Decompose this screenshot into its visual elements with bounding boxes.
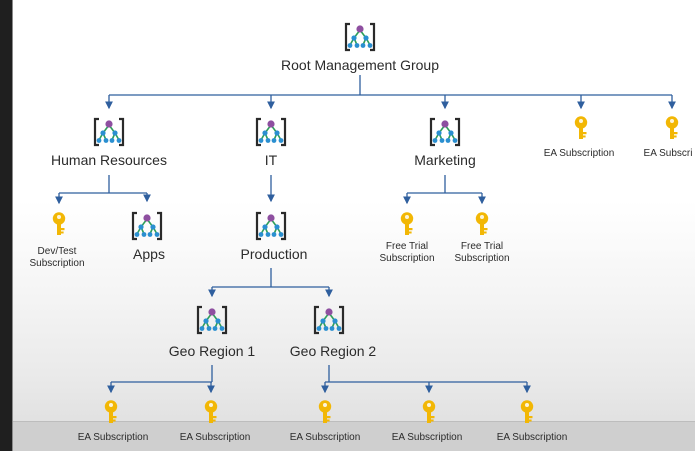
node-label-geo-region-1: Geo Region 1 [168,343,256,359]
node-label-free-trial-subscription: Free Trial Subscription [454,241,510,264]
subscription-key-icon [201,399,221,430]
subscription-key-icon [315,399,335,430]
node-label-human-resources: Human Resources [51,152,167,168]
subscription-key-icon [101,399,121,430]
subscription-key-icon [397,211,417,242]
node-label-ea-subscription: EA Subscription [543,148,615,159]
subscription-key-icon [472,211,492,242]
diagram-canvas: Root Management Group Human Resources IT… [12,0,695,451]
node-label-ea-subscription: EA Subscription [496,432,568,443]
management-group-icon [428,115,462,154]
node-label-ea-subscription: EA Subscription [391,432,463,443]
node-label-devtest-subscription: Dev/Test Subscription [29,246,85,269]
management-group-icon [92,115,126,154]
node-label-ea-subscription: EA Subscription [77,432,149,443]
management-group-icon [254,115,288,154]
node-label-root: Root Management Group [281,57,439,73]
bottom-band [13,421,695,451]
subscription-key-icon [571,115,591,146]
management-group-icon [130,209,164,248]
management-group-icon [195,303,229,342]
node-label-free-trial-subscription: Free Trial Subscription [379,241,435,264]
management-group-icon [254,209,288,248]
node-label-it: IT [264,152,278,168]
node-label-ea-subscription: EA Subscription [179,432,251,443]
node-label-apps: Apps [133,246,165,262]
subscription-key-icon [49,211,69,242]
management-group-icon [343,20,377,59]
subscription-key-icon [517,399,537,430]
node-label-ea-subscription: EA Subscription [289,432,361,443]
node-label-marketing: Marketing [414,152,476,168]
connector-layer [55,75,676,394]
management-group-icon [312,303,346,342]
node-label-geo-region-2: Geo Region 2 [289,343,377,359]
node-label-ea-subscription-clipped: EA Subscri [643,148,693,159]
subscription-key-icon [419,399,439,430]
node-label-production: Production [240,246,308,262]
subscription-key-icon [662,115,682,146]
